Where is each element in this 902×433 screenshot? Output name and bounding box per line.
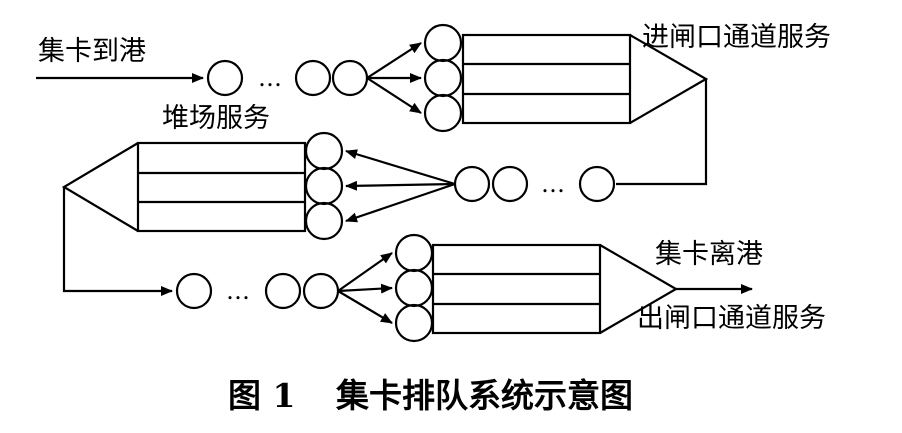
gate-out-label: 出闸口通道服务 — [637, 303, 826, 334]
arrival-label: 集卡到港 — [38, 36, 146, 67]
server-circle — [423, 23, 463, 63]
queue-circle — [294, 59, 332, 97]
queue-circle — [331, 59, 369, 97]
connector-line — [616, 79, 708, 186]
queue-circle — [302, 272, 340, 310]
gate-out-service-box — [431, 243, 602, 335]
dispatch-arrow — [345, 180, 456, 191]
queue-circle — [264, 272, 302, 310]
connector-arrow — [62, 187, 173, 296]
ellipsis-text: … — [226, 277, 250, 305]
server-circle — [304, 166, 344, 206]
server-circle — [304, 131, 344, 171]
dispatch-arrow — [337, 283, 393, 294]
queue-circle — [453, 165, 491, 203]
gate-in-service-box — [461, 33, 632, 125]
dispatch-arrow — [366, 77, 422, 114]
ellipsis-text: … — [258, 64, 282, 92]
gate-in-label: 进闸口通道服务 — [642, 22, 831, 53]
server-circle — [394, 268, 434, 308]
dispatch-arrow — [366, 42, 422, 79]
caption-number: 图 1 — [228, 376, 296, 415]
dispatch-arrow — [345, 182, 456, 223]
dispatch-arrow — [345, 149, 456, 186]
yard-label: 堆场服务 — [162, 103, 270, 134]
server-circle — [423, 93, 463, 133]
merge-cone — [61, 142, 139, 232]
ellipsis-text: … — [541, 170, 565, 198]
queue-circle — [175, 272, 213, 310]
server-circle — [394, 233, 434, 273]
server-circle — [423, 58, 463, 98]
server-circle — [304, 201, 344, 241]
server-circle — [394, 303, 434, 343]
departure-label: 集卡离港 — [655, 239, 763, 270]
queue-circle — [491, 165, 529, 203]
queue-circle — [578, 165, 616, 203]
caption-title: 集卡排队系统示意图 — [336, 376, 633, 415]
queue-circle — [206, 59, 244, 97]
yard-service-box — [136, 141, 307, 233]
dispatch-arrow — [337, 290, 393, 324]
dispatch-arrow — [337, 252, 393, 292]
